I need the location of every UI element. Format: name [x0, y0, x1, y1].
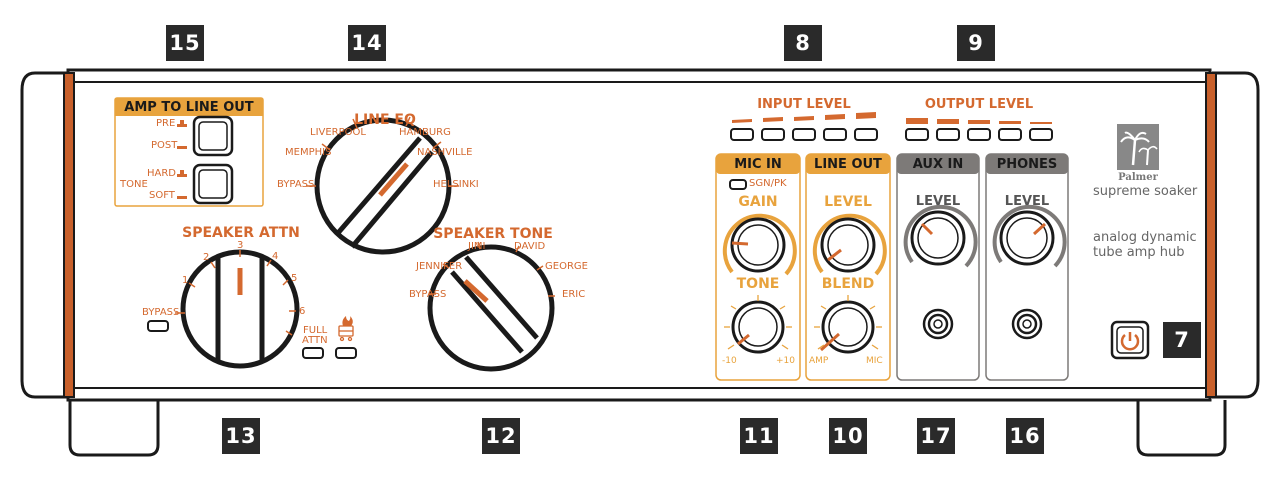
speaker-attn-step-4: 4 [272, 251, 279, 262]
pre-post-switch[interactable] [192, 115, 234, 157]
brand-product: supreme soaker [1093, 184, 1198, 199]
overheat-led [335, 347, 357, 359]
tone-min-label: -10 [722, 356, 737, 366]
sgn-pk-led [729, 179, 747, 190]
speaker-attn-knob[interactable] [175, 249, 300, 369]
brand-name: Palmer [1118, 172, 1158, 183]
callout-12: 12 [482, 418, 520, 454]
callout-17: 17 [917, 418, 955, 454]
overheat-icon [338, 316, 354, 342]
speaker-tone-bypass: BYPASS [409, 289, 447, 300]
phones-level-label: LEVEL [1004, 194, 1050, 209]
line-out-level-knob[interactable] [812, 213, 887, 276]
speaker-attn-step-5: 5 [291, 273, 298, 284]
right-side-panel [1212, 71, 1260, 399]
power-icon [1120, 332, 1140, 351]
phones-level-knob[interactable] [992, 204, 1067, 268]
line-out-header: LINE OUT [814, 156, 882, 172]
line-eq-memphis: MEMPHIS [285, 147, 332, 158]
callout-11: 11 [740, 418, 778, 454]
full-attn-label-1: FULL [303, 325, 328, 336]
callout-10: 10 [829, 418, 867, 454]
blend-amp-label: AMP [809, 356, 829, 366]
speaker-tone-knob[interactable] [427, 241, 555, 372]
speaker-tone-george: GEORGE [545, 261, 588, 272]
tone-switch-label: TONE [120, 179, 148, 190]
full-attn-led [302, 347, 324, 359]
phones-jack[interactable] [1011, 308, 1043, 340]
speaker-attn-bypass: BYPASS [142, 307, 180, 318]
speaker-tone-eric: ERIC [562, 289, 586, 300]
line-eq-hamburg: HAMBURG [399, 127, 451, 138]
phones-header: PHONES [996, 156, 1058, 172]
speaker-tone-david: DAVID [514, 241, 546, 252]
line-eq-helsinki: HELSINKI [433, 179, 479, 190]
blend-label: BLEND [821, 276, 875, 292]
line-eq-knob[interactable] [306, 116, 459, 255]
blend-knob[interactable] [814, 295, 882, 354]
right-foot [1136, 400, 1227, 457]
output-level-meter [905, 118, 1053, 141]
line-eq-title: LINE EQ [354, 112, 416, 128]
speaker-attn-step-6: 6 [299, 306, 306, 317]
left-side-panel [20, 71, 68, 399]
aux-in-jack[interactable] [922, 308, 954, 340]
callout-7: 7 [1163, 322, 1201, 358]
callout-15: 15 [166, 25, 204, 61]
left-wood-strip [63, 72, 75, 398]
left-foot [68, 400, 160, 457]
tone-max-label: +10 [776, 356, 795, 366]
palm-tree-logo-icon [1117, 124, 1159, 170]
speaker-tone-title: SPEAKER TONE [433, 226, 553, 242]
hard-soft-switch[interactable] [192, 163, 234, 205]
right-wood-strip [1205, 72, 1217, 398]
brand-tagline-2: tube amp hub [1093, 245, 1185, 260]
amp-to-line-out-title: AMP TO LINE OUT [124, 99, 254, 115]
output-level-title: OUTPUT LEVEL [924, 97, 1034, 112]
brand-tagline-1: analog dynamic [1093, 230, 1197, 245]
tone-label: TONE [736, 276, 780, 292]
power-button[interactable] [1110, 320, 1150, 360]
callout-9: 9 [957, 25, 995, 61]
post-label: POST [151, 140, 178, 151]
line-eq-bypass: BYPASS [277, 179, 315, 190]
gain-label: GAIN [738, 194, 778, 210]
aux-level-label: LEVEL [915, 194, 961, 209]
callout-14: 14 [348, 25, 386, 61]
speaker-tone-jimi: JIMI [468, 241, 486, 252]
line-out-level-label: LEVEL [824, 194, 872, 210]
bypass-led [147, 320, 169, 332]
callout-16: 16 [1006, 418, 1044, 454]
aux-level-knob[interactable] [903, 204, 978, 268]
full-attn-label-2: ATTN [302, 335, 328, 346]
pre-label: PRE [156, 118, 176, 129]
blend-mic-label: MIC [866, 356, 883, 366]
hard-label: HARD [147, 168, 177, 179]
speaker-attn-step-3: 3 [237, 240, 244, 251]
callout-8: 8 [784, 25, 822, 61]
line-eq-nashville: NASHVILLE [417, 147, 473, 158]
speaker-attn-title: SPEAKER ATTN [182, 225, 300, 241]
tone-knob[interactable] [724, 295, 792, 354]
mic-in-header: MIC IN [734, 156, 782, 172]
line-eq-liverpool: LIVERPOOL [310, 127, 366, 138]
speaker-attn-step-1: 1 [182, 275, 189, 286]
speaker-attn-step-2: 2 [203, 252, 210, 263]
gain-knob[interactable] [722, 213, 797, 276]
input-level-title: INPUT LEVEL [757, 97, 851, 112]
sgn-pk-label: SGN/PK [749, 178, 787, 189]
aux-in-header: AUX IN [912, 156, 964, 172]
input-level-meter [730, 112, 878, 141]
speaker-tone-jennifer: JENNIFER [416, 261, 463, 272]
callout-13: 13 [222, 418, 260, 454]
soft-label: SOFT [149, 190, 175, 201]
